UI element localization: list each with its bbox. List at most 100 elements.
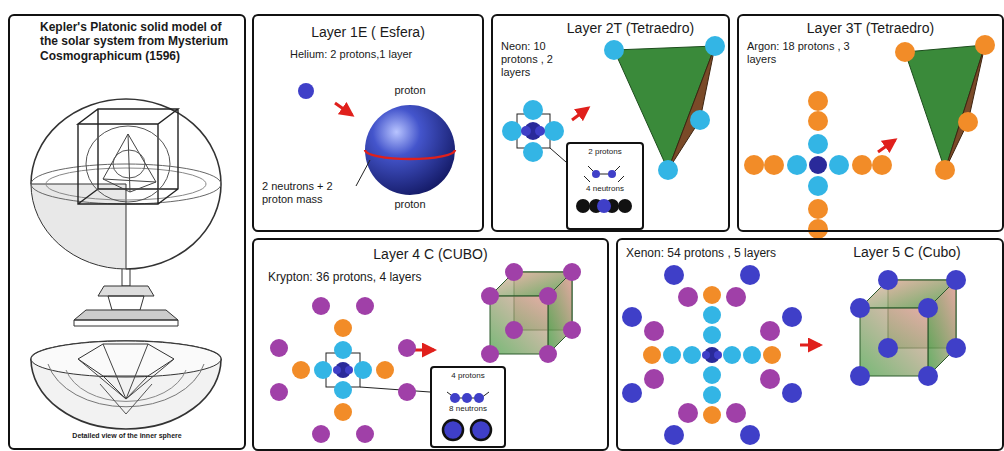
nucleon-dot — [354, 361, 372, 379]
nucleon-dot — [678, 287, 698, 307]
inset-particles — [443, 392, 491, 440]
nucleon-dot — [312, 297, 330, 315]
nucleon-dot — [334, 341, 352, 359]
pedestal — [98, 286, 154, 296]
element-note: Krypton: 36 protons, 4 layers — [268, 270, 488, 284]
cube — [481, 263, 581, 363]
nucleon-dot — [808, 176, 828, 196]
proton-dot — [450, 393, 460, 403]
proton-dot — [608, 170, 616, 178]
vertex-dot — [958, 112, 978, 132]
nucleon-dot — [702, 351, 710, 359]
inset-label: 8 neutrons — [432, 404, 504, 414]
cube-face — [928, 280, 956, 376]
nucleon-dot — [398, 339, 416, 357]
arrow — [414, 349, 434, 352]
bracket — [584, 166, 624, 182]
hemisphere-shell — [48, 364, 204, 407]
caption-text: Detailed view of the inner sphere — [10, 432, 244, 440]
neutron-dot — [443, 420, 463, 440]
nucleon-dot — [644, 369, 664, 389]
atom-cross — [744, 91, 892, 239]
nucleon-dot — [852, 155, 872, 175]
inset-ground — [566, 142, 642, 226]
nucleon-dot — [744, 155, 764, 175]
vertex-dot — [690, 110, 710, 130]
polyhedron-edges — [100, 384, 152, 414]
vertex-dot — [481, 287, 499, 305]
cube — [850, 270, 966, 386]
layer-panel: Layer 2T (Tetraedro)Neon: 10 protons , 2… — [491, 14, 730, 232]
neutron-dot — [618, 199, 632, 213]
nucleon-dot — [726, 287, 746, 307]
nucleon-dot — [312, 425, 330, 443]
inset-ground — [430, 366, 504, 444]
nucleon-dot — [356, 297, 374, 315]
vertex-dot — [539, 345, 557, 363]
nucleon-dot — [808, 134, 828, 154]
sphere-label: proton — [380, 198, 440, 211]
layer-panel: Layer 4 C (CUBO)Krypton: 36 protons, 4 l… — [252, 238, 609, 451]
cube-face — [548, 272, 572, 354]
sphere-band — [46, 168, 206, 200]
inner-sphere — [86, 126, 170, 202]
nucleon-dot — [523, 100, 543, 120]
nucleon-dot — [808, 199, 828, 219]
nucleon-dot — [334, 403, 352, 421]
nucleon-dot — [787, 155, 807, 175]
vertex-dot — [975, 35, 995, 55]
helium-sphere — [365, 105, 455, 195]
kepler-model — [31, 99, 221, 429]
tetra-face — [668, 46, 715, 170]
inset-label: 4 protons — [432, 371, 504, 381]
vertex-dot — [563, 263, 581, 281]
nucleon-dot — [663, 346, 681, 364]
element-note: Xenon: 54 protons , 5 layers — [626, 246, 826, 260]
nucleon-dot — [703, 286, 721, 304]
vertex-dot — [935, 160, 955, 180]
nucleon-dot — [683, 346, 701, 364]
vertex-dot — [505, 321, 523, 339]
cube-face — [860, 308, 928, 376]
nucleon-dot — [622, 307, 642, 327]
tetra-face — [945, 45, 985, 170]
nucleon-dot — [356, 425, 374, 443]
element-note: Argon: 18 protons , 3 layers — [747, 40, 867, 66]
inset-box: 4 protons 8 neutrons — [430, 366, 506, 448]
atom-cross — [270, 297, 416, 443]
outer-sphere — [31, 99, 221, 184]
tetra-face — [905, 45, 985, 170]
nucleon-dot — [544, 121, 564, 141]
nucleon-dot — [398, 383, 416, 401]
atom-crosses — [270, 91, 892, 445]
nucleon-dot — [723, 346, 741, 364]
nucleon-dot — [764, 155, 784, 175]
vertex-dot — [918, 366, 938, 386]
inset-label: 4 neutrons — [568, 184, 642, 194]
vertex-dot — [539, 287, 557, 305]
nucleon-dot — [523, 142, 543, 162]
hemisphere-shell — [66, 370, 186, 401]
vertex-dot — [705, 36, 725, 56]
inset-box: 2 protons4 neutrons — [566, 142, 644, 230]
nucleon-dot — [502, 121, 522, 141]
nucleon-dot — [782, 307, 802, 327]
vertex-dot — [850, 298, 870, 318]
atom-cross — [622, 265, 802, 445]
nucleon-dot — [644, 321, 664, 341]
nucleon-dot — [333, 366, 341, 374]
layer-title: Layer 5 C (Cubo) — [816, 244, 998, 261]
nucleon-dot — [334, 319, 352, 337]
element-note: Neon: 10 protons , 2 layers — [501, 40, 581, 80]
arrow — [878, 140, 895, 152]
vertex-dot — [878, 270, 898, 290]
nucleon-dot — [740, 425, 760, 445]
nucleon-dot — [703, 306, 721, 324]
nucleon-dot — [809, 156, 827, 174]
nucleon-dot — [678, 403, 698, 423]
nucleon-dot — [270, 339, 288, 357]
vertex-dot — [878, 338, 898, 358]
nucleon-dot — [703, 386, 721, 404]
